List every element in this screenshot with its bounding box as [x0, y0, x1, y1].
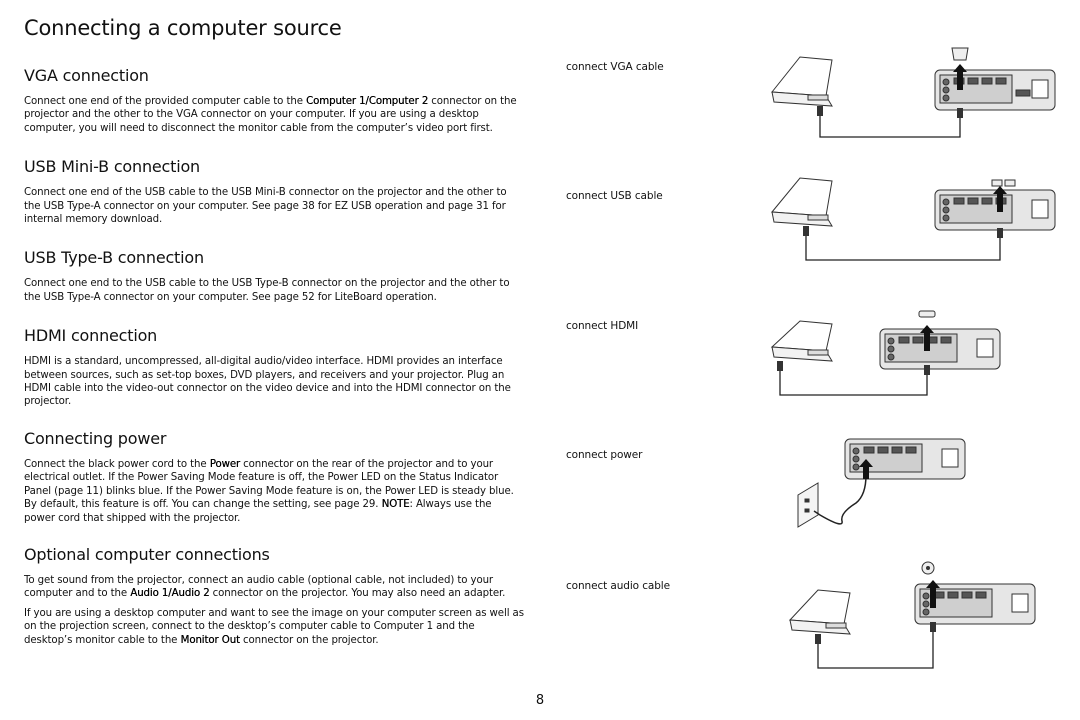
arrow-icon	[993, 186, 1007, 212]
section-heading: Optional computer connections	[24, 544, 270, 564]
arrow-icon	[859, 459, 873, 479]
audio-connection-diagram	[788, 561, 1036, 669]
section-usb-type-b: USB Type-B connection Connect one end to…	[24, 248, 524, 304]
text-run: Connect one end of the USB cable to the …	[24, 187, 507, 226]
arrow-icon	[926, 580, 940, 608]
power-cord	[813, 474, 867, 525]
text-run: connector on the projector. You may also…	[209, 588, 506, 600]
text-run: Connect the black power cord to the	[24, 458, 210, 470]
emphasized-term: Audio 1/Audio 2	[130, 588, 210, 600]
emphasized-term: Monitor Out	[180, 634, 240, 646]
arrow-icon	[920, 325, 934, 351]
text-run: Connect one end of the provided computer…	[24, 96, 307, 107]
laptop-icon	[771, 177, 833, 227]
section-optional: Optional computer connections To get sou…	[24, 545, 524, 647]
text-run: If you are using a desktop computer and …	[24, 607, 524, 646]
text-run: connector on the projector.	[239, 634, 379, 646]
vga-cable	[819, 108, 961, 138]
vga-connection-diagram	[771, 47, 1056, 138]
section-heading: HDMI connection	[24, 326, 158, 346]
emphasized-term: Power	[209, 458, 241, 470]
caption-audio: connect audio cable	[566, 580, 670, 592]
wall-outlet-icon	[797, 482, 819, 528]
page-number: 8	[535, 693, 545, 708]
caption-usb: connect USB cable	[566, 190, 663, 202]
caption-hdmi: connect HDMI	[566, 320, 639, 332]
section-paragraph: To get sound from the projector, connect…	[24, 574, 524, 601]
section-paragraph: Connect one end to the USB cable to the …	[24, 277, 524, 304]
text-run: : Always use the power cord that shipped…	[24, 499, 492, 524]
projector-icon	[879, 328, 1001, 370]
laptop-icon	[788, 589, 851, 635]
arrow-icon	[953, 64, 967, 90]
projector-icon	[934, 69, 1056, 111]
text-run: Connect one end to the USB cable to the …	[24, 278, 510, 303]
usb-connection-diagram	[771, 177, 1056, 261]
page-title: Connecting a computer source	[24, 16, 342, 40]
section-paragraph: HDMI is a standard, uncompressed, all-di…	[24, 355, 524, 409]
section-paragraph: Connect one end of the USB cable to the …	[24, 186, 524, 226]
text-run: connector on the projector and the other…	[24, 96, 517, 134]
laptop-icon	[771, 56, 833, 107]
text-run: connector on the rear of the projector a…	[24, 458, 514, 511]
hdmi-cable	[779, 363, 928, 396]
caption-power: connect power	[566, 449, 643, 461]
usb-connector-icon	[991, 179, 1003, 187]
text-run: To get sound from the projector, connect…	[24, 574, 494, 600]
emphasized-term: Computer 1/Computer 2	[306, 96, 429, 107]
text-run: HDMI is a standard, uncompressed, all-di…	[24, 356, 511, 408]
power-connection-diagram	[797, 438, 966, 528]
caption-vga: connect VGA cable	[566, 61, 664, 73]
section-heading: VGA connection	[24, 66, 149, 85]
section-paragraph: Connect one end of the provided computer…	[24, 95, 524, 135]
instructions-column: VGA connection Connect one end of the pr…	[24, 66, 524, 647]
audio-cable	[817, 624, 934, 669]
projector-icon	[934, 189, 1056, 231]
emphasized-term: NOTE	[381, 499, 410, 511]
section-paragraph: Connect the black power cord to the Powe…	[24, 458, 524, 525]
projector-icon	[844, 438, 966, 480]
section-vga: VGA connection Connect one end of the pr…	[24, 66, 524, 135]
section-power: Connecting power Connect the black power…	[24, 429, 524, 525]
hdmi-connection-diagram	[770, 310, 1001, 396]
hdmi-connector-icon	[918, 310, 936, 318]
usb-cable	[805, 228, 1001, 261]
laptop-icon	[770, 320, 833, 362]
section-usb-mini-b: USB Mini-B connection Connect one end of…	[24, 157, 524, 226]
section-heading: USB Mini-B connection	[24, 157, 200, 177]
vga-connector-icon	[951, 47, 969, 61]
section-hdmi: HDMI connection HDMI is a standard, unco…	[24, 326, 524, 409]
section-heading: Connecting power	[24, 428, 167, 448]
section-heading: USB Type-B connection	[24, 248, 204, 268]
section-paragraph: If you are using a desktop computer and …	[24, 607, 524, 647]
